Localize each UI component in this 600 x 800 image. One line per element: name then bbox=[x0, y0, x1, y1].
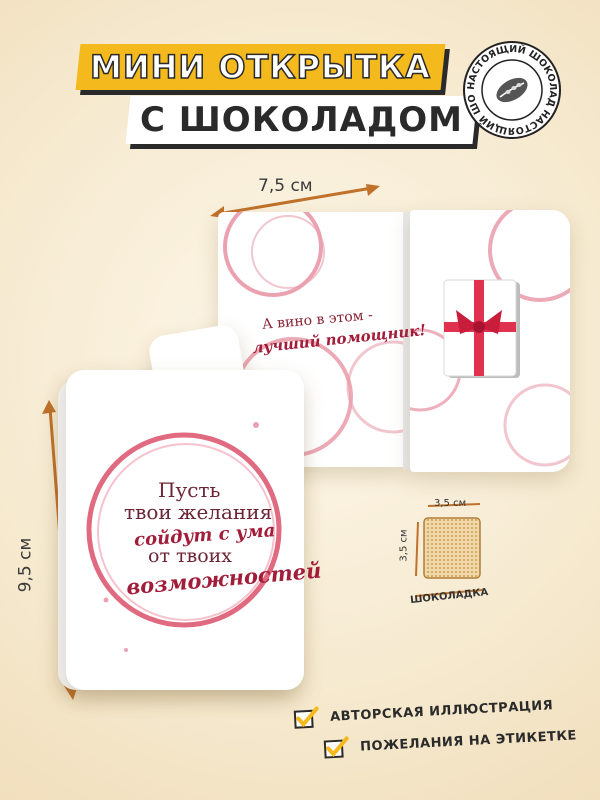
wine-ring-decoration bbox=[86, 422, 282, 652]
feature-text: ПОЖЕЛАНИЯ НА ЭТИКЕТКЕ bbox=[359, 727, 578, 755]
wine-stain-decoration bbox=[410, 210, 570, 467]
card-inner-right-panel bbox=[410, 210, 570, 472]
title-line2-banner: С ШОКОЛАДОМ bbox=[125, 96, 478, 144]
front-caption-line4: от твоих bbox=[148, 545, 233, 567]
front-caption-line1: Пусть bbox=[158, 478, 221, 502]
card-front-cover bbox=[66, 370, 304, 690]
front-caption-line2: твои желания bbox=[124, 500, 273, 524]
chocolate-height-label: 3,5 см bbox=[398, 529, 410, 562]
feature-item: АВТОРСКАЯ ИЛЛЮСТРАЦИЯ bbox=[292, 693, 554, 731]
chocolate-width-label: 3,5 см bbox=[434, 498, 467, 509]
cocoa-bean-icon bbox=[496, 77, 528, 103]
title-line2: С ШОКОЛАДОМ bbox=[140, 100, 463, 140]
width-dimension-label: 7,5 см bbox=[258, 176, 313, 196]
height-dimension-label: 9,5 см bbox=[15, 537, 36, 593]
title-line1: МИНИ ОТКРЫТКА bbox=[89, 47, 431, 87]
chocolate-gift-icon bbox=[443, 279, 520, 378]
feature-item: ПОЖЕЛАНИЯ НА ЭТИКЕТКЕ bbox=[322, 723, 578, 760]
card-spine bbox=[403, 212, 413, 470]
checkbox-icon bbox=[323, 736, 349, 759]
feature-text: АВТОРСКАЯ ИЛЛЮСТРАЦИЯ bbox=[329, 697, 554, 725]
chocolate-size-diagram bbox=[415, 503, 483, 597]
checkbox-icon bbox=[293, 706, 319, 729]
chocolate-seal-badge: НАСТОЯЩИЙ ШОКОЛАД НАСТОЯЩИЙ ШОКОЛАД bbox=[462, 40, 561, 139]
title-line1-banner: МИНИ ОТКРЫТКА bbox=[75, 44, 446, 90]
